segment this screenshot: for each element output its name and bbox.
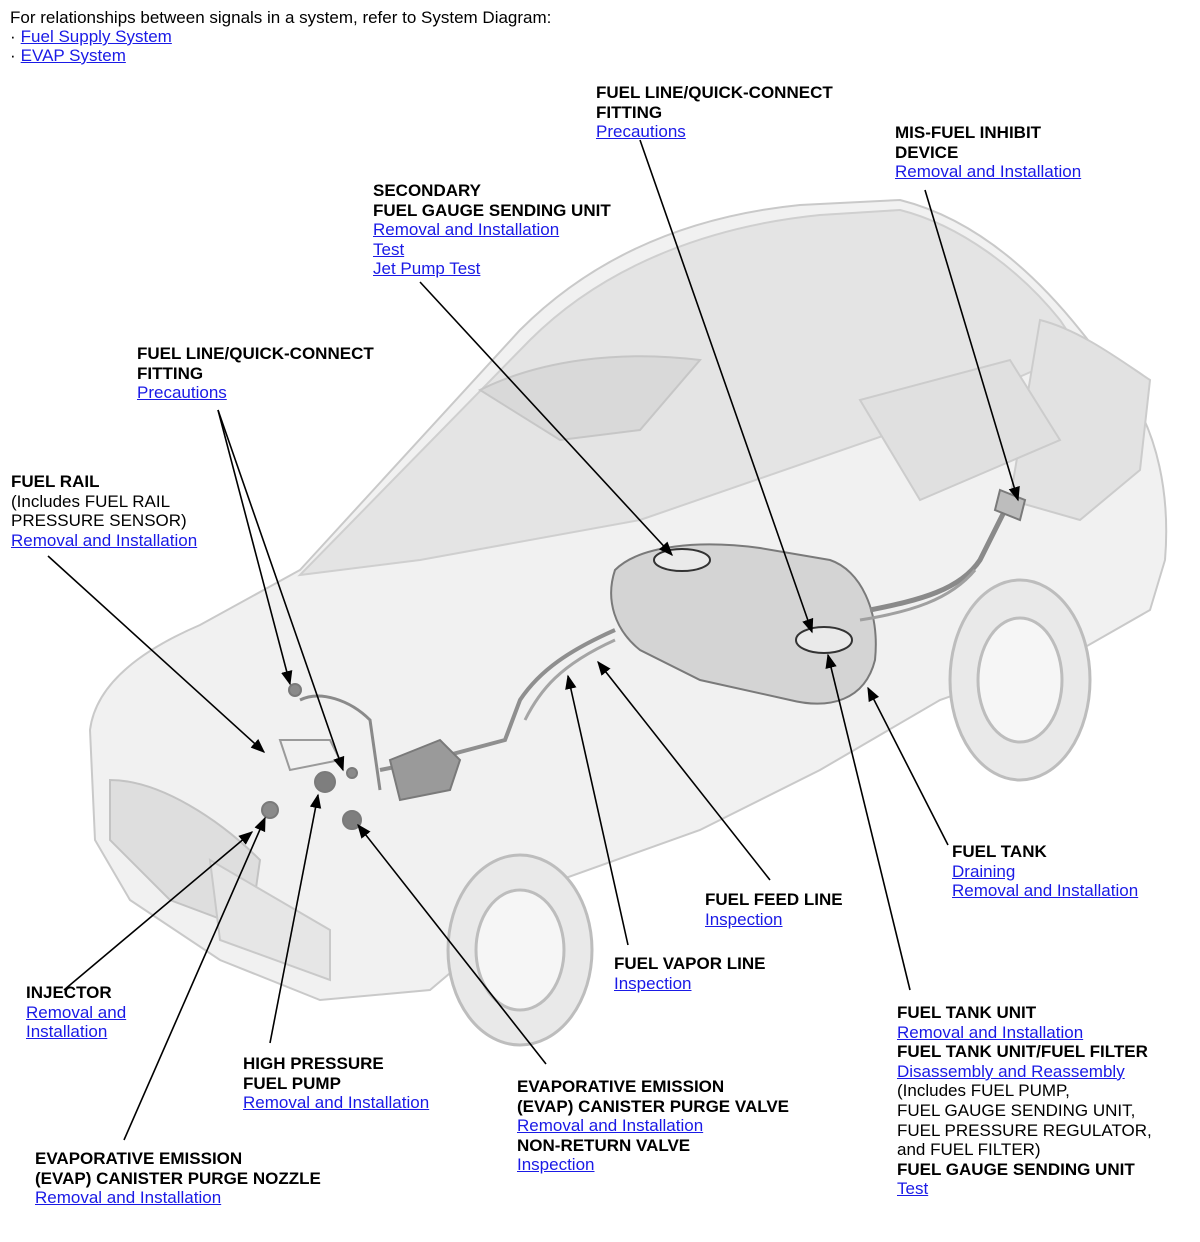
callout-note: FUEL PRESSURE REGULATOR,	[897, 1120, 1152, 1140]
callout-title: INJECTOR	[26, 983, 112, 1002]
evap-canister	[388, 738, 462, 802]
callout-title: DEVICE	[895, 142, 959, 162]
installation-link[interactable]: Installation	[26, 1022, 108, 1042]
removal-installation-link[interactable]: Removal and Installation	[373, 220, 560, 240]
callout-title: FUEL TANK UNIT	[897, 1003, 1037, 1022]
callout-title: FUEL FEED LINE	[705, 890, 843, 909]
wheels	[446, 578, 1092, 1047]
callout-title: MIS-FUEL INHIBIT	[895, 123, 1042, 142]
fuel-tank-shape	[610, 543, 877, 705]
removal-installation-link[interactable]: Removal and Installation	[11, 530, 198, 550]
callout-note: and FUEL FILTER)	[897, 1140, 1041, 1160]
leader-lines	[47, 139, 1020, 1141]
callout-fuel-tank: FUEL TANK Draining Removal and Installat…	[952, 842, 1138, 901]
jet-pump-test-link[interactable]: Jet Pump Test	[373, 259, 481, 279]
callout-evap-purge-nozzle: EVAPORATIVE EMISSION (EVAP) CANISTER PUR…	[35, 1149, 321, 1208]
callout-title: (EVAP) CANISTER PURGE VALVE	[517, 1096, 790, 1116]
precautions-link[interactable]: Precautions	[596, 122, 686, 142]
bullet: ·	[10, 46, 16, 65]
callout-secondary-gauge: SECONDARY FUEL GAUGE SENDING UNIT Remova…	[373, 181, 611, 279]
removal-installation-link[interactable]: Removal and Installation	[517, 1116, 704, 1136]
callout-title: EVAPORATIVE EMISSION	[517, 1077, 725, 1096]
draining-link[interactable]: Draining	[952, 861, 1016, 881]
removal-installation-link[interactable]: Removal and Installation	[897, 1022, 1084, 1042]
callout-note: FUEL GAUGE SENDING UNIT,	[897, 1100, 1136, 1120]
intro-link-row-2: · EVAP System	[10, 46, 551, 65]
callout-title: FITTING	[137, 363, 204, 383]
inspection-link[interactable]: Inspection	[517, 1155, 595, 1175]
callout-title: FUEL RAIL	[11, 472, 100, 491]
callout-note: PRESSURE SENSOR)	[11, 511, 187, 531]
callout-fuel-tank-unit: FUEL TANK UNIT Removal and Installation …	[897, 1003, 1152, 1199]
callout-note: (Includes FUEL PUMP,	[897, 1081, 1070, 1101]
callout-title: HIGH PRESSURE	[243, 1054, 384, 1073]
hp-fuel-pump	[314, 771, 336, 793]
removal-installation-link[interactable]: Removal and Installation	[243, 1093, 430, 1113]
intro-text: For relationships between signals in a s…	[10, 8, 552, 27]
removal-installation-link[interactable]: Removal and	[26, 1002, 127, 1022]
callout-fuel-rail: FUEL RAIL (Includes FUEL RAIL PRESSURE S…	[11, 472, 197, 550]
callout-fuel-vapor-line: FUEL VAPOR LINE Inspection	[614, 954, 765, 993]
callout-title: FUEL LINE/QUICK-CONNECT	[596, 83, 833, 102]
callout-high-pressure-pump: HIGH PRESSURE FUEL PUMP Removal and Inst…	[243, 1054, 429, 1113]
inspection-link[interactable]: Inspection	[705, 909, 783, 929]
callout-title: NON-RETURN VALVE	[517, 1135, 691, 1155]
fuel-system-parts	[261, 488, 1027, 830]
callout-title: SECONDARY	[373, 181, 481, 200]
callout-title: (EVAP) CANISTER PURGE NOZZLE	[35, 1168, 321, 1188]
callout-fuel-feed-line: FUEL FEED LINE Inspection	[705, 890, 843, 929]
callout-title: FUEL VAPOR LINE	[614, 954, 766, 973]
callout-fuel-line-top: FUEL LINE/QUICK-CONNECT FITTING Precauti…	[596, 83, 833, 142]
intro-link-row-1: · Fuel Supply System	[10, 27, 551, 46]
injector	[261, 801, 279, 819]
precautions-link[interactable]: Precautions	[137, 383, 227, 403]
removal-installation-link[interactable]: Removal and Installation	[895, 162, 1082, 182]
evap-system-link[interactable]: EVAP System	[20, 46, 126, 65]
removal-installation-link[interactable]: Removal and Installation	[35, 1188, 222, 1208]
callout-title: FUEL LINE/QUICK-CONNECT	[137, 344, 374, 363]
callout-title: EVAPORATIVE EMISSION	[35, 1149, 243, 1168]
test-link[interactable]: Test	[373, 239, 405, 259]
callout-injector: INJECTOR Removal and Installation	[26, 983, 126, 1042]
evap-purge-valve	[342, 810, 362, 830]
callout-note: (Includes FUEL RAIL	[11, 491, 171, 511]
callout-evap-purge-valve: EVAPORATIVE EMISSION (EVAP) CANISTER PUR…	[517, 1077, 789, 1175]
callout-title: FUEL PUMP	[243, 1073, 341, 1093]
inspection-link[interactable]: Inspection	[614, 973, 692, 993]
fuel-supply-system-link[interactable]: Fuel Supply System	[20, 27, 172, 46]
callout-fuel-line-left: FUEL LINE/QUICK-CONNECT FITTING Precauti…	[137, 344, 374, 403]
disassembly-reassembly-link[interactable]: Disassembly and Reassembly	[897, 1061, 1125, 1081]
callout-title: FITTING	[596, 102, 663, 122]
callout-title: FUEL TANK	[952, 842, 1047, 861]
removal-installation-link[interactable]: Removal and Installation	[952, 881, 1139, 901]
callout-title: FUEL GAUGE SENDING UNIT	[373, 200, 611, 220]
intro-block: For relationships between signals in a s…	[10, 8, 551, 65]
bullet: ·	[10, 27, 16, 46]
callout-mis-fuel-inhibit: MIS-FUEL INHIBIT DEVICE Removal and Inst…	[895, 123, 1081, 182]
callout-title: FUEL GAUGE SENDING UNIT	[897, 1159, 1135, 1179]
callout-title: FUEL TANK UNIT/FUEL FILTER	[897, 1042, 1148, 1062]
test-link[interactable]: Test	[897, 1179, 929, 1199]
